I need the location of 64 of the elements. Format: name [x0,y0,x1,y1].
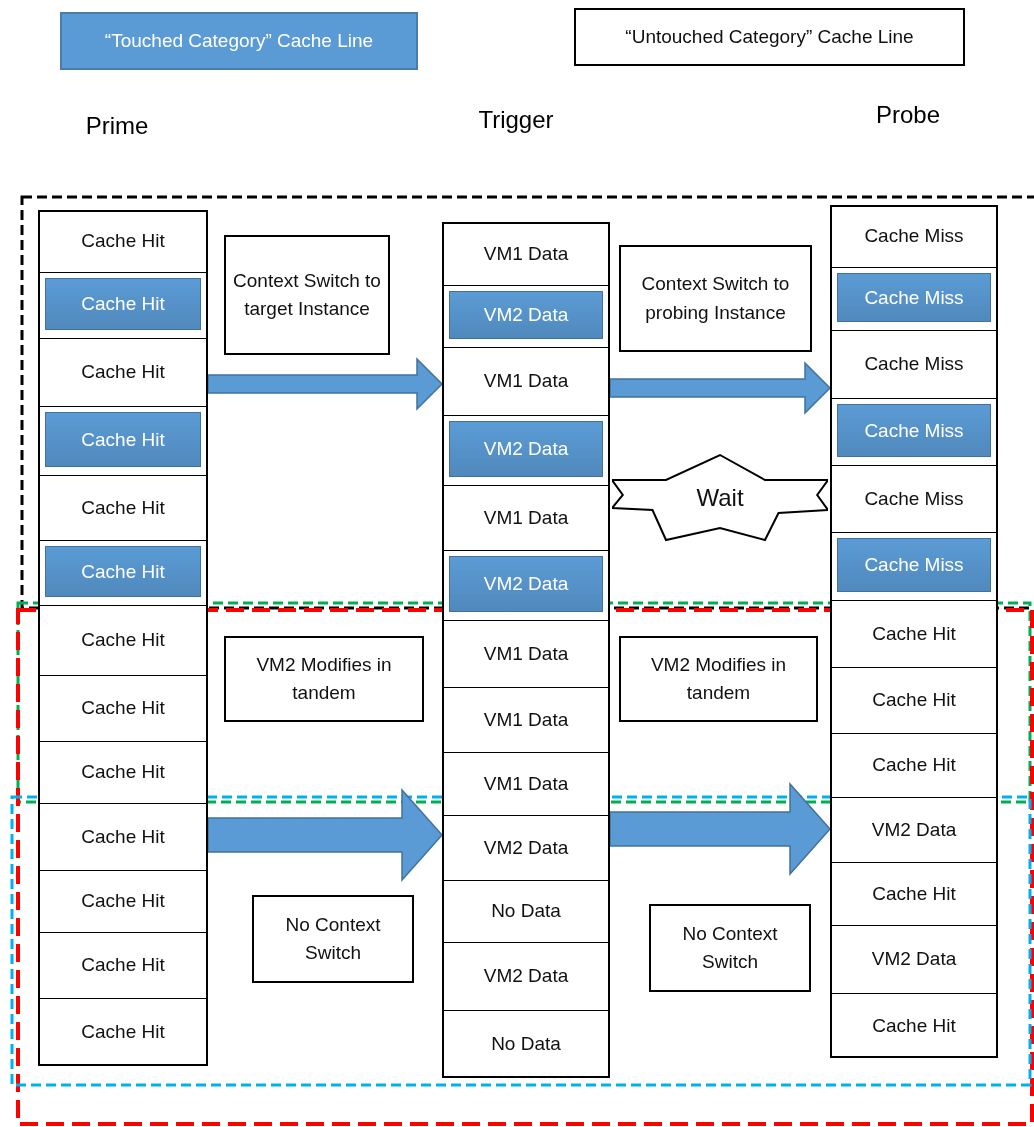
cache-line-text: Cache Miss [864,487,964,510]
cache-line-text: Cache Hit [81,1021,165,1043]
block-arrow [609,361,832,415]
wait-text: Wait [696,483,744,512]
cache-line-text: VM2 Data [483,304,569,326]
cache-line-text: Cache Hit [81,361,165,383]
cache-column [442,222,610,1078]
cache-line-text: Cache Miss [864,225,964,247]
cache-line-text: Cache Hit [81,890,165,912]
block-arrow [207,788,443,882]
cache-line-text: Cache Hit [81,230,165,252]
cache-line-text: VM2 Data [871,818,957,841]
text-box [619,636,818,722]
cache-line-text: Cache Hit [81,428,165,451]
cache-line-text: Cache Hit [872,622,956,645]
text-box [619,245,812,352]
cache-line-text: VM1 Data [483,242,569,265]
cache-line-text: VM2 Data [483,438,569,460]
text-box [224,235,390,355]
cache-line-text: VM1 Data [483,370,569,392]
cache-line-text: Cache Miss [864,353,964,375]
text-box [252,895,414,983]
cache-line-text: VM2 Data [483,836,569,859]
cache-line-text: Cache Miss [864,286,964,309]
cache-line-text: No Data [491,900,561,922]
box-text: VM2 Modifies in tandem [649,652,788,705]
cache-line-text: Cache Hit [81,954,165,976]
text-box [649,904,811,992]
cache-line-text: Cache Hit [81,560,165,583]
legend-text: “Touched Category” Cache Line [104,30,374,52]
cache-line-text: Cache Hit [81,496,165,519]
cache-line-text: VM2 Data [483,573,569,595]
column-heading: Prime [85,112,149,140]
block-arrow [609,782,831,876]
legend-text: “Untouched Category” Cache Line [625,26,914,48]
block-arrow [207,357,444,411]
cache-line-text: No Data [491,1033,561,1055]
box-text: VM2 Modifies in tandem [255,652,393,705]
cache-line-text: Cache Hit [81,293,165,315]
cache-line-text: Cache Hit [872,689,956,711]
box-text: No Context Switch [681,921,779,974]
column-heading: Trigger [478,106,554,134]
box-text: No Context Switch [284,912,382,965]
cache-column [830,205,998,1058]
cache-line-text: Cache Hit [81,761,165,783]
cache-line-text: Cache Hit [81,825,165,848]
cache-line-text: VM1 Data [483,506,569,529]
cache-line-text: VM1 Data [483,708,569,731]
cache-line-text: Cache Hit [81,629,165,651]
cache-line-text: Cache Miss [864,554,964,576]
text-box [224,636,424,722]
box-text: Context Switch to probing Instance [640,272,791,325]
cache-line-text: VM1 Data [483,642,569,665]
cache-line-text: Cache Hit [872,882,956,905]
cache-column [38,210,208,1066]
cache-line-text: Cache Miss [864,419,964,442]
cache-line-text: Cache Hit [872,1014,956,1037]
cache-line-text: VM1 Data [483,772,569,795]
column-heading: Probe [876,101,940,129]
cache-line-text: Cache Hit [872,754,956,776]
box-text: Context Switch to target Instance [232,268,382,321]
cache-line-text: Cache Hit [81,697,165,719]
cache-line-text: VM2 Data [483,965,569,987]
cache-line-text: VM2 Data [871,948,957,970]
